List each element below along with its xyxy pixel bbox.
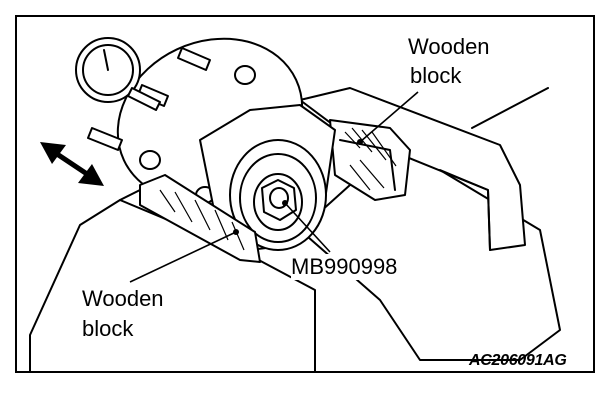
rear-support-edge xyxy=(439,169,491,251)
rear-support-outline xyxy=(471,87,549,129)
double-arrow-icon xyxy=(40,142,104,186)
flange-bolt-hole-1 xyxy=(234,65,256,85)
label-wooden-block-bottom-line2: block xyxy=(82,316,134,342)
wooden-block-top xyxy=(329,119,411,201)
dial-gauge-needle xyxy=(103,49,109,71)
wheel-stud-1 xyxy=(177,47,211,71)
label-wooden-block-bottom-line1: Wooden xyxy=(82,286,164,312)
leader-dot-top xyxy=(357,139,363,145)
label-wooden-block-top-line2: block xyxy=(410,63,462,89)
leader-mb990998 xyxy=(284,202,331,253)
leader-wooden-block-top xyxy=(359,91,419,143)
leader-dot-bottom xyxy=(233,229,239,235)
label-wooden-block-top-line1: Wooden xyxy=(408,34,490,60)
leader-dot-tool xyxy=(282,200,288,206)
figure-code: AC206091AG xyxy=(469,352,567,369)
leader-wooden-block-bottom xyxy=(129,231,237,283)
flange-bolt-hole-2 xyxy=(139,150,161,170)
wooden-block-top-edge xyxy=(339,139,396,191)
wooden-block-bottom xyxy=(139,174,261,263)
wheel-stud-3 xyxy=(87,127,123,151)
dial-gauge-stem xyxy=(127,87,161,111)
label-mb990998: MB990998 xyxy=(291,254,398,280)
wooden-block-bottom-hatching xyxy=(159,189,245,251)
